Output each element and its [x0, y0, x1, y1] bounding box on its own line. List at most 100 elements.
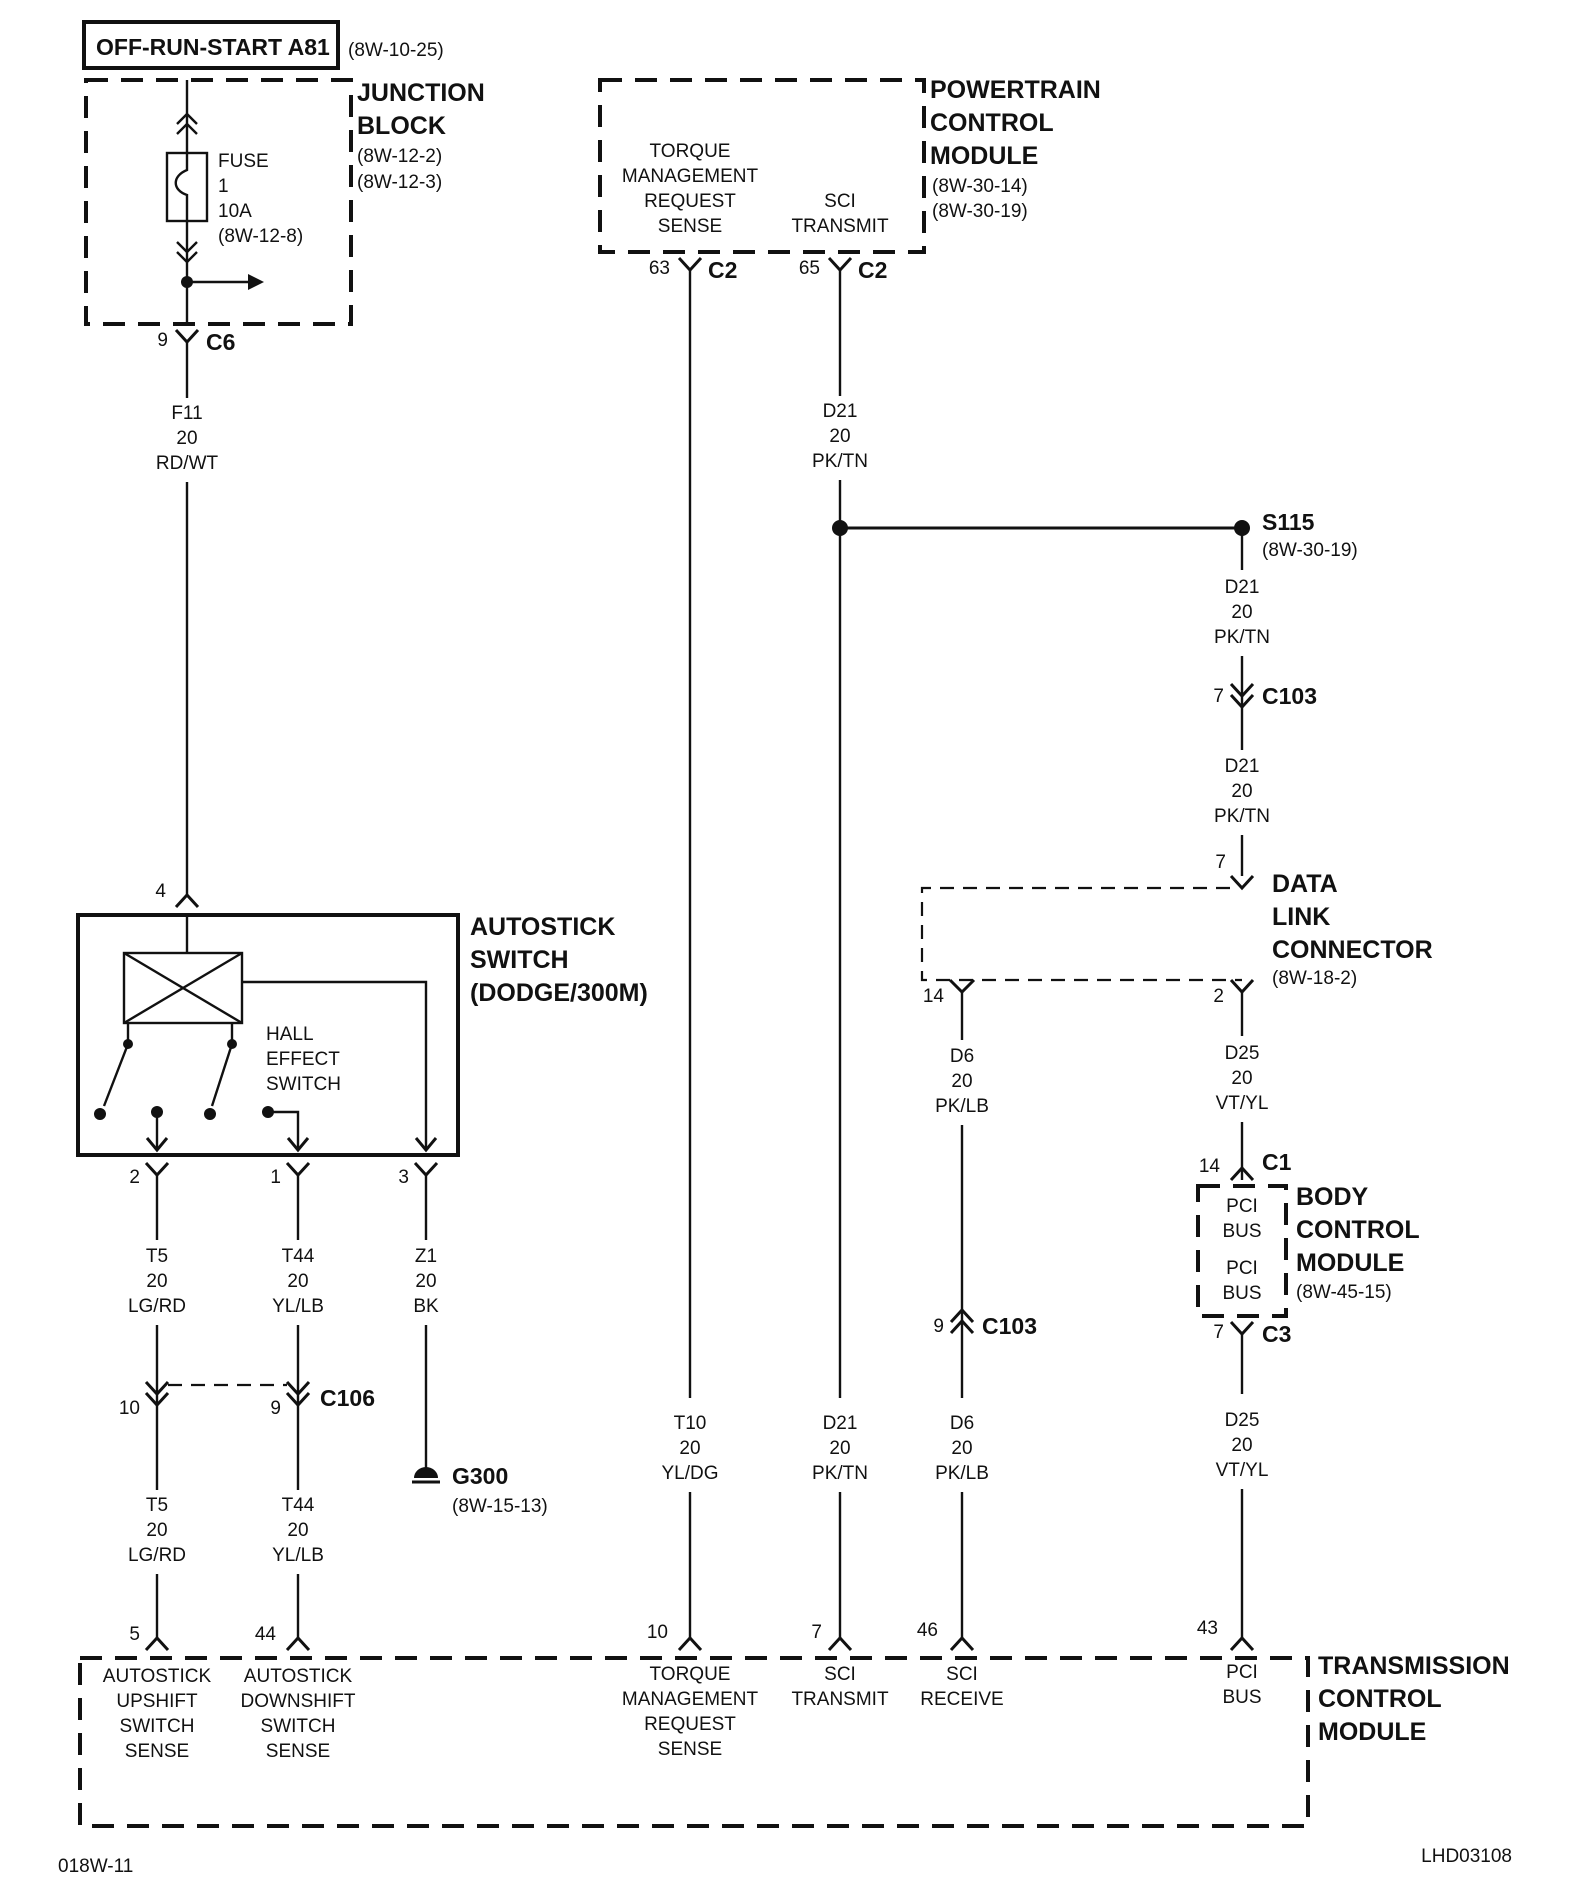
svg-text:D21: D21 — [1225, 577, 1260, 598]
svg-text:20: 20 — [176, 428, 197, 449]
svg-text:C103: C103 — [982, 1313, 1037, 1339]
svg-text:SCI: SCI — [824, 1664, 856, 1685]
svg-text:TORQUE: TORQUE — [650, 1664, 731, 1685]
svg-text:DATA: DATA — [1272, 870, 1338, 898]
pcm-sci-label: SCI TRANSMIT — [791, 191, 889, 237]
svg-text:T5: T5 — [146, 1246, 168, 1267]
powertrain-control-module: POWERTRAIN CONTROL MODULE (8W-30-14) (8W… — [598, 76, 1101, 283]
svg-text:UPSHIFT: UPSHIFT — [116, 1691, 198, 1712]
svg-text:14: 14 — [923, 986, 945, 1007]
svg-text:PK/LB: PK/LB — [935, 1463, 989, 1484]
svg-text:SENSE: SENSE — [266, 1741, 330, 1762]
svg-text:20: 20 — [829, 426, 850, 447]
svg-text:10: 10 — [647, 1622, 668, 1643]
svg-text:9: 9 — [933, 1316, 944, 1337]
wire-label-t5-bottom: T5 20 LG/RD — [128, 1495, 186, 1566]
svg-text:9: 9 — [270, 1398, 281, 1419]
wire-label-d6-top: D6 20 PK/LB — [935, 1046, 989, 1117]
svg-text:BK: BK — [413, 1296, 439, 1317]
splice-name: S115 — [1262, 509, 1315, 535]
svg-text:AUTOSTICK: AUTOSTICK — [103, 1666, 212, 1687]
svg-text:20: 20 — [829, 1438, 850, 1459]
fuse-number: 1 — [218, 176, 229, 197]
svg-text:SENSE: SENSE — [658, 216, 722, 237]
pcm-c2-a: C2 — [708, 257, 737, 283]
svg-text:20: 20 — [146, 1271, 167, 1292]
svg-text:C106: C106 — [320, 1385, 375, 1411]
svg-text:AUTOSTICK: AUTOSTICK — [244, 1666, 353, 1687]
svg-text:10: 10 — [119, 1398, 140, 1419]
svg-text:VT/YL: VT/YL — [1216, 1093, 1269, 1114]
pcm-title-3: MODULE — [930, 142, 1038, 170]
svg-text:7: 7 — [811, 1622, 822, 1643]
svg-text:(8W-18-2): (8W-18-2) — [1272, 968, 1357, 989]
svg-text:T10: T10 — [674, 1413, 707, 1434]
svg-text:TORQUE: TORQUE — [650, 141, 731, 162]
svg-text:C1: C1 — [1262, 1149, 1292, 1175]
svg-text:20: 20 — [951, 1438, 972, 1459]
svg-text:REQUEST: REQUEST — [644, 1714, 736, 1735]
svg-text:D21: D21 — [1225, 756, 1260, 777]
svg-text:SWITCH: SWITCH — [120, 1716, 195, 1737]
svg-text:TRANSMISSION: TRANSMISSION — [1318, 1652, 1510, 1680]
svg-text:D21: D21 — [823, 1413, 858, 1434]
svg-text:20: 20 — [146, 1520, 167, 1541]
tcm-sci-transmit-label: SCI TRANSMIT — [791, 1664, 889, 1710]
wire-label-d21-bottom: D21 20 PK/TN — [812, 1413, 868, 1484]
svg-text:20: 20 — [415, 1271, 436, 1292]
svg-text:D25: D25 — [1225, 1410, 1260, 1431]
wire-label-d21-top: D21 20 PK/TN — [812, 401, 868, 472]
svg-text:YL/DG: YL/DG — [661, 1463, 718, 1484]
svg-text:7: 7 — [1215, 852, 1226, 873]
connector-c106: 10 9 C106 — [119, 1380, 375, 1419]
body-control-module: 14 C1 PCI BUS PCI BUS BODY CONTROL MODUL… — [1196, 1149, 1420, 1347]
pcm-pin-63: 63 — [649, 258, 670, 279]
wire-label-d25-top: D25 20 VT/YL — [1216, 1043, 1269, 1114]
svg-text:TRANSMIT: TRANSMIT — [791, 1689, 889, 1710]
svg-text:LG/RD: LG/RD — [128, 1296, 186, 1317]
svg-text:MANAGEMENT: MANAGEMENT — [622, 1689, 759, 1710]
wire-label-z1: Z1 20 BK — [413, 1246, 439, 1317]
fuse-label: FUSE — [218, 151, 269, 172]
svg-text:D6: D6 — [950, 1046, 974, 1067]
wire-label-t5-top: T5 20 LG/RD — [128, 1246, 186, 1317]
wire-label-t44-top: T44 20 YL/LB — [272, 1246, 324, 1317]
svg-text:PK/TN: PK/TN — [1214, 806, 1270, 827]
svg-text:46: 46 — [917, 1620, 938, 1641]
svg-text:D25: D25 — [1225, 1043, 1260, 1064]
svg-text:HALL: HALL — [266, 1024, 314, 1045]
svg-text:BODY: BODY — [1296, 1183, 1369, 1211]
svg-text:BUS: BUS — [1222, 1283, 1261, 1304]
svg-text:YL/LB: YL/LB — [272, 1296, 324, 1317]
svg-text:MANAGEMENT: MANAGEMENT — [622, 166, 759, 187]
svg-text:CONTROL: CONTROL — [1318, 1685, 1442, 1713]
svg-text:PCI: PCI — [1226, 1662, 1258, 1683]
wire-label-t44-bottom: T44 20 YL/LB — [272, 1495, 324, 1566]
svg-text:VT/YL: VT/YL — [1216, 1460, 1269, 1481]
svg-text:D6: D6 — [950, 1413, 974, 1434]
connector-c103-lower: 9 C103 — [933, 1307, 1037, 1339]
pcm-ref-1: (8W-30-14) — [932, 176, 1028, 197]
svg-text:14: 14 — [1199, 1156, 1221, 1177]
data-link-connector: 7 DATA LINK CONNECTOR (8W-18-2) 14 2 — [920, 852, 1433, 1007]
footer-figure-number: 018W-11 — [58, 1856, 133, 1877]
svg-text:T44: T44 — [282, 1246, 315, 1267]
svg-text:SWITCH: SWITCH — [470, 946, 569, 974]
svg-text:AUTOSTICK: AUTOSTICK — [470, 913, 615, 941]
tcm-downshift-label: AUTOSTICK DOWNSHIFT SWITCH SENSE — [240, 1666, 355, 1762]
junction-block-title-2: BLOCK — [357, 112, 446, 140]
wire-label-d6-bottom: D6 20 PK/LB — [935, 1413, 989, 1484]
junction-block: JUNCTION BLOCK (8W-12-2) (8W-12-3) FUSE … — [84, 78, 485, 355]
pcm-torque-label: TORQUE MANAGEMENT REQUEST SENSE — [622, 141, 759, 237]
svg-text:Z1: Z1 — [415, 1246, 437, 1267]
svg-text:BUS: BUS — [1222, 1221, 1261, 1242]
svg-text:20: 20 — [1231, 1435, 1252, 1456]
svg-text:SENSE: SENSE — [125, 1741, 189, 1762]
svg-text:43: 43 — [1197, 1618, 1218, 1639]
wire-label-d25-bottom: D25 20 VT/YL — [1216, 1410, 1269, 1481]
svg-text:RECEIVE: RECEIVE — [920, 1689, 1003, 1710]
svg-text:D21: D21 — [823, 401, 858, 422]
svg-text:20: 20 — [1231, 602, 1252, 623]
wire-label-t10: T10 20 YL/DG — [661, 1413, 718, 1484]
